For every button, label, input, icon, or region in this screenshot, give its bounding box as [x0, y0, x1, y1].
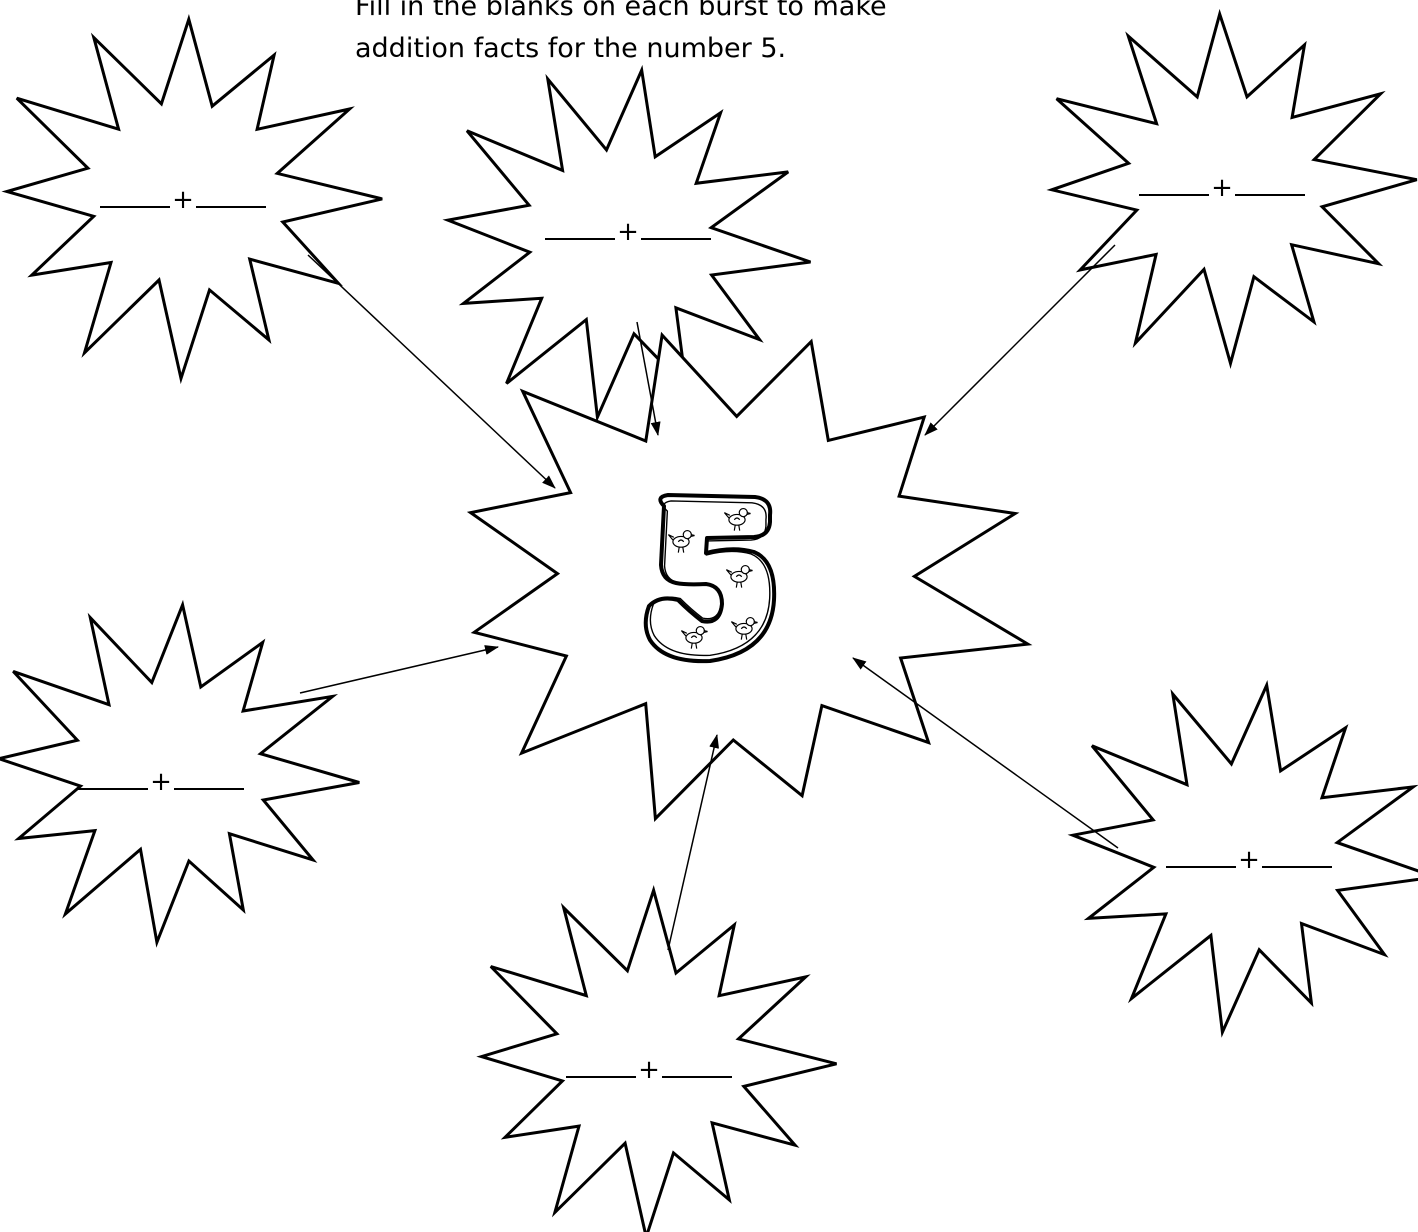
blank-left[interactable]	[566, 1048, 636, 1078]
blank-left[interactable]	[1166, 838, 1236, 868]
blank-left[interactable]	[100, 178, 170, 208]
blank-right[interactable]	[641, 210, 711, 240]
arrow-bottom-right	[853, 658, 1118, 848]
arrow-top-right	[925, 245, 1115, 435]
number-five-graphic	[646, 495, 774, 661]
blank-left[interactable]	[78, 760, 148, 790]
instructions-text: Fill in the blanks on each burst to make…	[355, 0, 995, 70]
blank-right[interactable]	[662, 1048, 732, 1078]
plus-sign: +	[1209, 173, 1235, 203]
blank-right[interactable]	[1262, 838, 1332, 868]
plus-sign: +	[636, 1055, 662, 1085]
plus-sign: +	[148, 767, 174, 797]
addition-fact-top-left: +	[63, 178, 303, 215]
blank-right[interactable]	[1235, 166, 1305, 196]
addition-fact-top-right: +	[1102, 166, 1342, 203]
addition-fact-top-center: +	[508, 210, 748, 247]
plus-sign: +	[1236, 845, 1262, 875]
blank-right[interactable]	[174, 760, 244, 790]
plus-sign: +	[170, 185, 196, 215]
addition-fact-bottom-center: +	[529, 1048, 769, 1085]
blank-left[interactable]	[1139, 166, 1209, 196]
plus-sign: +	[615, 217, 641, 247]
blank-left[interactable]	[545, 210, 615, 240]
blank-right[interactable]	[196, 178, 266, 208]
arrow-middle-left	[300, 647, 498, 693]
addition-fact-bottom-right: +	[1129, 838, 1369, 875]
addition-fact-middle-left: +	[41, 760, 281, 797]
